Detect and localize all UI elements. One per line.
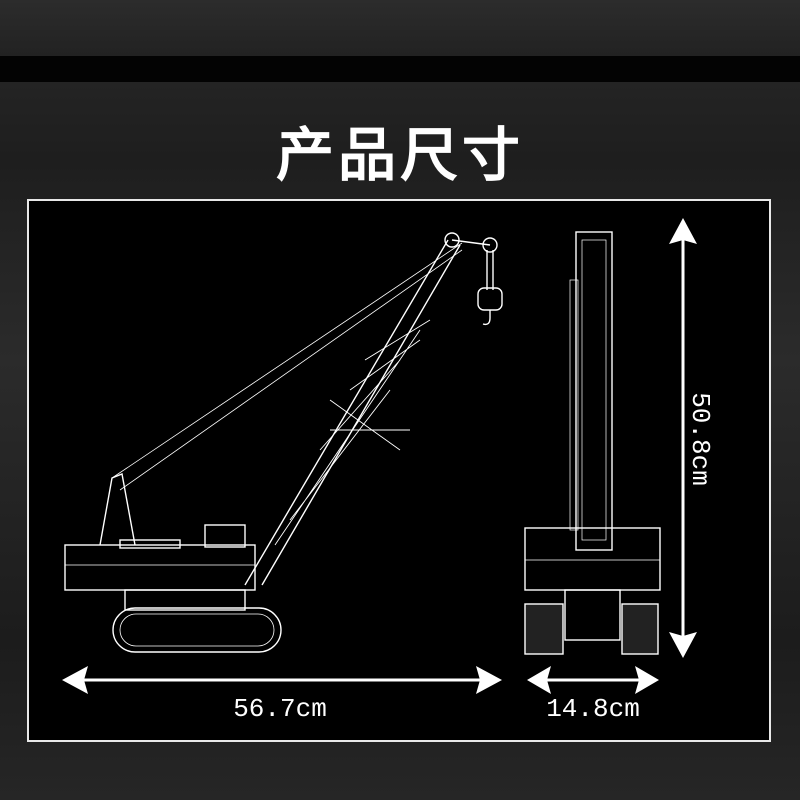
width-label: 14.8cm xyxy=(546,694,640,724)
width-arrow xyxy=(527,666,659,694)
length-arrow xyxy=(62,666,502,694)
header-divider xyxy=(0,56,800,82)
crane-body xyxy=(64,544,256,591)
front-body xyxy=(524,527,661,591)
crane-boom xyxy=(244,239,461,586)
header-band xyxy=(0,0,800,56)
front-track-left xyxy=(524,603,564,655)
crane-front-view xyxy=(524,231,661,655)
length-label: 56.7cm xyxy=(233,694,327,724)
crane-side-view xyxy=(64,232,503,653)
hook-block xyxy=(477,287,503,311)
crane-tracks xyxy=(112,607,282,653)
height-label: 50.8cm xyxy=(685,392,715,486)
crane-a-frame xyxy=(99,473,136,546)
page-title: 产品尺寸 xyxy=(275,121,524,189)
hook-icon xyxy=(482,310,491,326)
height-arrow xyxy=(669,218,697,658)
front-track-right xyxy=(621,603,659,655)
